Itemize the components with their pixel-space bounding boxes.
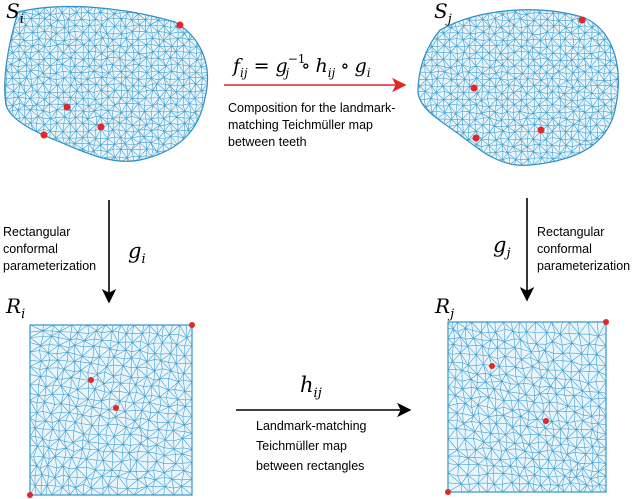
caption-line: between rectangles <box>256 459 364 473</box>
caption-right: Rectangular conformal parameterization <box>537 225 630 273</box>
caption-line: between teeth <box>228 135 307 149</box>
tooth-surface-j <box>417 9 619 166</box>
rectangle-mesh-j <box>447 321 607 493</box>
landmark-point <box>445 489 451 495</box>
caption-line: Rectangular <box>3 225 70 239</box>
caption-bottom: Landmark-matching Teichmüller map betwee… <box>256 419 367 473</box>
landmark-point <box>176 21 184 29</box>
landmark-point <box>543 418 549 424</box>
mesh-wireframe <box>447 321 607 493</box>
caption-line: Teichmüller map <box>256 439 347 453</box>
label-h-ij: hij <box>300 373 322 401</box>
landmark-point <box>97 123 105 131</box>
landmark-point <box>470 84 478 92</box>
label-g-i: gi <box>128 239 146 267</box>
caption-line: conformal <box>3 242 58 256</box>
landmark-point <box>63 103 71 111</box>
landmark-point <box>88 377 94 383</box>
caption-line: parameterization <box>537 259 630 273</box>
caption-top: Composition for the landmark- matching T… <box>228 101 395 149</box>
caption-line: parameterization <box>3 259 96 273</box>
landmark-point <box>113 405 119 411</box>
landmarks <box>27 16 609 498</box>
landmark-point <box>537 126 545 134</box>
landmark-point <box>189 322 195 328</box>
caption-line: matching Teichmüller map <box>228 118 373 132</box>
label-S-i: Si <box>6 0 24 27</box>
landmark-point <box>27 492 33 498</box>
caption-left: Rectangular conformal parameterization <box>3 225 96 273</box>
caption-line: Rectangular <box>537 225 604 239</box>
landmark-point <box>603 319 609 325</box>
caption-line: conformal <box>537 242 592 256</box>
caption-line: Composition for the landmark- <box>228 101 395 115</box>
landmark-point <box>578 16 586 24</box>
tooth-surface-i <box>4 5 209 162</box>
landmark-point <box>489 363 495 369</box>
landmark-point <box>472 134 480 142</box>
label-S-j: Sj <box>434 0 452 27</box>
label-R-j: Rj <box>434 294 454 322</box>
label-g-j: gj <box>493 233 510 261</box>
caption-line: Landmark-matching <box>256 419 367 433</box>
rectangle-mesh-i <box>29 324 193 496</box>
landmark-point <box>40 131 48 139</box>
label-R-i: Ri <box>5 294 25 322</box>
mesh-wireframe <box>29 324 193 496</box>
